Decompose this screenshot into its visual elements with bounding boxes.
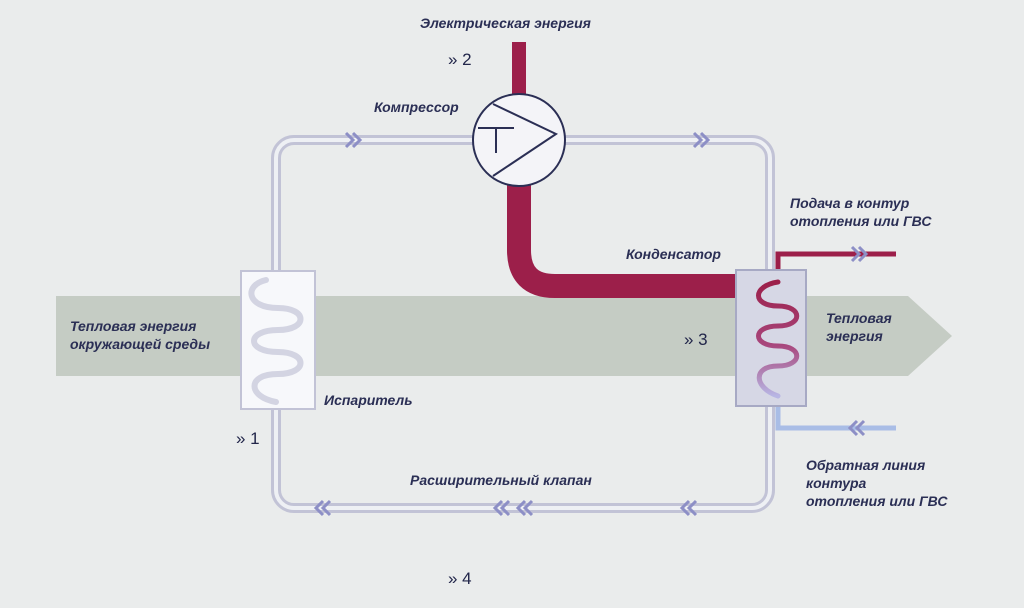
evaporator-label: Испаритель	[324, 392, 413, 408]
hot-gas-pipe	[507, 180, 740, 298]
electric-energy-label: Электрическая энергия	[420, 15, 591, 31]
ambient-energy-line-1: Тепловая энергия	[70, 318, 197, 334]
return-pipe	[775, 404, 896, 431]
condenser-coil-icon	[756, 279, 800, 399]
step-3-marker: » 3	[684, 330, 708, 349]
heat-energy-output-line-2: энергия	[826, 328, 883, 344]
step-2-marker: » 2	[448, 50, 472, 69]
return-line-label: Обратная линия контура отопления или ГВС	[806, 456, 948, 510]
compressor-label: Компрессор	[374, 99, 459, 115]
compressor-symbol-icon	[478, 103, 559, 177]
ambient-energy-line-2: окружающей среды	[70, 336, 211, 352]
supply-label: Подача в контур отопления или ГВС	[790, 194, 932, 230]
heat-energy-output-label: Тепловая энергия	[826, 309, 892, 345]
heat-coil-icon	[248, 277, 304, 405]
step-1-marker: » 1	[236, 429, 260, 448]
condenser-box	[735, 269, 807, 407]
supply-label-line-1: Подача в контур	[790, 195, 910, 211]
heat-energy-output-line-1: Тепловая	[826, 310, 892, 326]
return-line-line-2: контура	[806, 475, 867, 491]
expansion-valve-label: Расширительный клапан	[410, 472, 592, 488]
return-line-line-3: отопления или ГВС	[806, 493, 948, 509]
condenser-label: Конденсатор	[626, 246, 721, 262]
supply-label-line-2: отопления или ГВС	[790, 213, 932, 229]
return-line-line-1: Обратная линия	[806, 457, 926, 473]
step-4-marker: » 4	[448, 569, 472, 588]
ambient-energy-label: Тепловая энергия окружающей среды	[70, 317, 210, 353]
compressor-circle	[472, 93, 566, 187]
